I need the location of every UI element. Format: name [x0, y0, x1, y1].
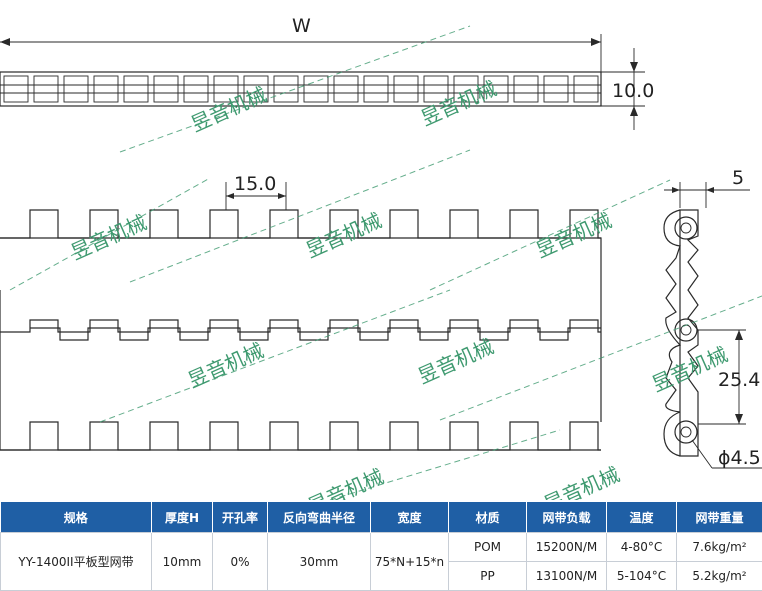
header-load: 网带负载 [527, 502, 607, 533]
edge-module-block [184, 76, 208, 102]
cell-open-rate: 0% [213, 533, 268, 591]
edge-module-block [574, 76, 598, 102]
watermark-text: 昱音机械 [540, 462, 623, 500]
watermark-text: 昱音机械 [184, 338, 267, 392]
belt-side-profile: 5 25.4 ϕ4.5 [664, 167, 762, 469]
edge-module-block [334, 76, 358, 102]
thickness-dimension: 10.0 [601, 48, 654, 130]
table-row: YY-1400II平板型网带 10mm 0% 30mm 75*N+15*n PO… [1, 533, 762, 562]
header-material: 材质 [449, 502, 527, 533]
cell-bend-radius: 30mm [268, 533, 371, 591]
watermark-text: 昱音机械 [187, 82, 270, 136]
edge-module-block [514, 76, 538, 102]
watermark-text: 昱音机械 [414, 334, 497, 388]
edge-module-block [4, 76, 28, 102]
pitch-dimension: 15.0 [226, 173, 286, 210]
belt-technical-drawing: W 10.0 15.0 [0, 0, 762, 500]
cell-material: POM [449, 533, 527, 562]
header-spec: 规格 [1, 502, 152, 533]
thickness-label: 10.0 [612, 80, 654, 102]
edge-module-block [64, 76, 88, 102]
edge-module-block [544, 76, 568, 102]
edge-module-block [124, 76, 148, 102]
header-width: 宽度 [371, 502, 449, 533]
width-label: W [292, 15, 311, 37]
belt-edge-view [0, 72, 601, 106]
cell-load: 13100N/M [527, 562, 607, 591]
header-thickness: 厚度H [152, 502, 213, 533]
edge-module-block [364, 76, 388, 102]
table-header-row: 规格 厚度H 开孔率 反向弯曲半径 宽度 材质 网带负载 温度 网带重量 [1, 502, 762, 533]
edge-module-block [94, 76, 118, 102]
edge-module-block [304, 76, 328, 102]
spec-table: 规格 厚度H 开孔率 反向弯曲半径 宽度 材质 网带负载 温度 网带重量 YY-… [0, 502, 762, 591]
cell-weight: 5.2kg/m² [677, 562, 762, 591]
cell-load: 15200N/M [527, 533, 607, 562]
edge-module-block [34, 76, 58, 102]
pitch-label: 15.0 [234, 173, 276, 195]
cell-temp: 5-104°C [607, 562, 677, 591]
watermark-text: 昱音机械 [532, 208, 615, 262]
header-weight: 网带重量 [677, 502, 762, 533]
edge-module-block [154, 76, 178, 102]
watermark-text: 昱音机械 [67, 210, 150, 264]
hole-label: ϕ4.5 [718, 447, 761, 469]
watermark-text: 昱音机械 [302, 208, 385, 262]
width-dimension: W [0, 15, 601, 76]
header-temp: 温度 [607, 502, 677, 533]
watermark-text: 昱音机械 [417, 76, 500, 130]
side-offset-label: 5 [732, 167, 744, 189]
cell-model: YY-1400II平板型网带 [1, 533, 152, 591]
cell-weight: 7.6kg/m² [677, 533, 762, 562]
header-open-rate: 开孔率 [213, 502, 268, 533]
side-pitch-label: 25.4 [718, 369, 760, 391]
cell-width: 75*N+15*n [371, 533, 449, 591]
cell-thickness: 10mm [152, 533, 213, 591]
cell-material: PP [449, 562, 527, 591]
edge-module-block [394, 76, 418, 102]
cell-temp: 4-80°C [607, 533, 677, 562]
watermark-text: 昱音机械 [304, 464, 387, 500]
header-bend-radius: 反向弯曲半径 [268, 502, 371, 533]
